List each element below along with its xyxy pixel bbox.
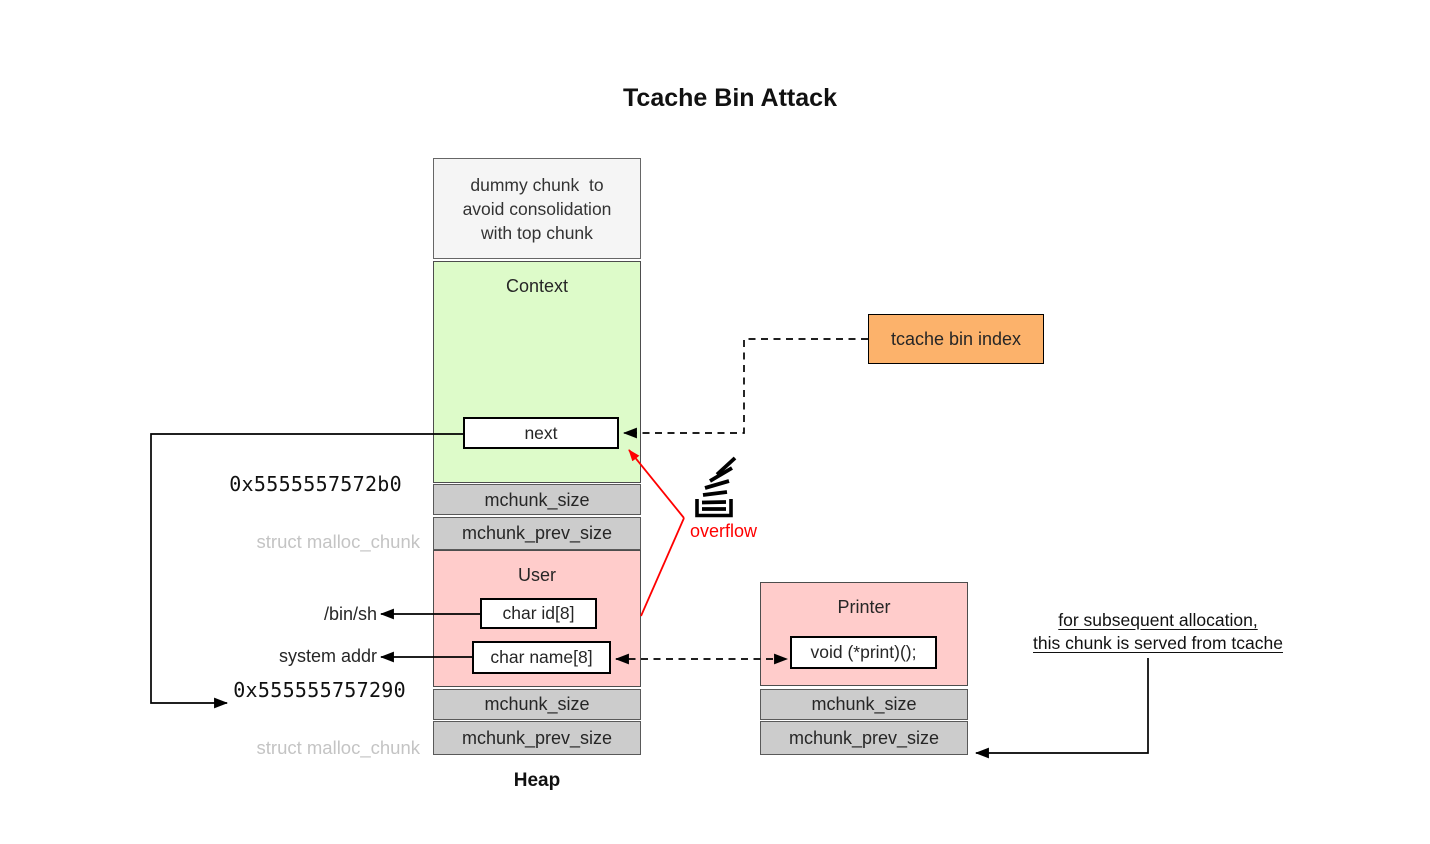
user-title: User	[517, 565, 556, 585]
next-pointer-field: next	[463, 417, 619, 449]
dummy-chunk-box: dummy chunk to avoid consolidation with …	[433, 158, 641, 259]
char-name-label: char name[8]	[490, 647, 593, 667]
overflow-label: overflow	[690, 521, 758, 541]
mchunk-size-row-bottom: mchunk_size	[433, 688, 641, 720]
printer-title: Printer	[837, 597, 891, 617]
char-id-field: char id[8]	[480, 598, 597, 629]
note-line-1: for subsequent allocation,	[1058, 610, 1258, 630]
print-function-field: void (*print)();	[790, 636, 937, 669]
chunk1-struct-label: struct malloc_chunk	[256, 531, 420, 552]
tcache-to-next-dashed-arrow	[622, 338, 868, 439]
note-to-printer-arrow	[974, 658, 1149, 759]
stack-overflow-icon	[695, 456, 737, 518]
next-pointer-label: next	[524, 422, 558, 443]
printer-chunk-box: Printer	[760, 582, 968, 686]
char-name-field: char name[8]	[472, 641, 611, 674]
binsh-label: /bin/sh	[323, 604, 377, 624]
tcache-bin-index-box: tcache bin index	[868, 314, 1044, 364]
heap-label: Heap	[513, 770, 561, 791]
printer-mchunk-size-row: mchunk_size	[760, 688, 968, 720]
char-id-label: char id[8]	[502, 603, 575, 623]
printer-mchunk-prev-size-row: mchunk_prev_size	[760, 721, 968, 755]
mchunk-prev-size-row-bottom: mchunk_prev_size	[433, 721, 641, 755]
system-addr-label: system addr	[278, 646, 377, 666]
context-chunk-box: Context	[433, 261, 641, 483]
mchunk-prev-size-row-top: mchunk_prev_size	[433, 516, 641, 550]
context-title: Context	[505, 276, 569, 296]
chunk2-address-label: 0x555555757290	[233, 678, 406, 702]
overflow-from-user-red-line	[640, 517, 685, 617]
print-function-label: void (*print)();	[810, 642, 917, 662]
chunk1-address-label: 0x5555557572b0	[229, 472, 402, 496]
note-line-2: this chunk is served from tcache	[1033, 633, 1283, 653]
mchunk-size-row-top: mchunk_size	[433, 484, 641, 515]
chunk2-struct-label: struct malloc_chunk	[256, 737, 420, 758]
diagram-title: Tcache Bin Attack	[623, 84, 837, 112]
